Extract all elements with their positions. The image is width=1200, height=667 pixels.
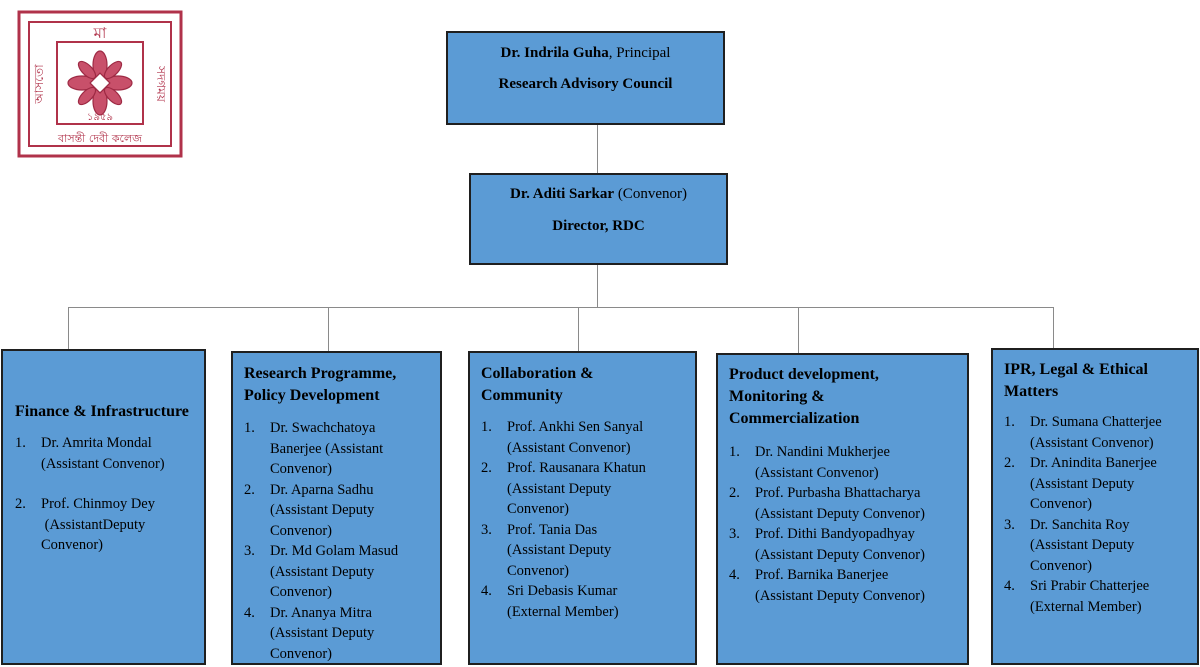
connector-drop-2 xyxy=(328,307,329,352)
member-role: (Assistant Convenor) xyxy=(1030,434,1154,451)
member-item: Dr. Swachchatoya Banerjee (Assistant Con… xyxy=(244,418,434,480)
member-name: Sri Debasis Kumar xyxy=(507,583,618,599)
member-list: Dr. Sumana Chatterjee (Assistant Convenor… xyxy=(1004,412,1193,617)
member-name: Prof. Purbasha Bhattacharya xyxy=(755,485,921,501)
member-item: Dr. Sanchita Roy (Assistant Deputy Conven… xyxy=(1004,515,1193,577)
member-role: (Assistant Deputy Convenor) xyxy=(1030,537,1138,574)
council-name: Research Advisory Council xyxy=(498,76,673,92)
principal-name: Dr. Indrila Guha xyxy=(500,45,609,61)
member-list: Prof. Ankhi Sen Sanyal (Assistant Conveno… xyxy=(481,417,689,622)
member-list: Dr. Amrita Mondal (Assistant Convenor) Pr… xyxy=(15,433,196,556)
member-role: (Assistant Convenor) xyxy=(507,439,631,456)
member-item: Dr. Amrita Mondal (Assistant Convenor) xyxy=(15,433,196,474)
member-item: Dr. Nandini Mukherjee (Assistant Convenor… xyxy=(729,442,963,483)
committee-title: Product development, Monitoring & Commer… xyxy=(729,366,879,427)
member-role: (Assistant Deputy Convenor) xyxy=(270,563,378,601)
college-logo: মা আসতো সদগময় ১৯৫৯ বাসন্তী দেবী কলেজ xyxy=(15,8,185,160)
committee-title: Finance & Infrastructure xyxy=(15,403,189,420)
member-name: Prof. Chinmoy Dey xyxy=(41,496,155,512)
member-list: Dr. Swachchatoya Banerjee (Assistant Con… xyxy=(244,418,434,664)
member-name: Prof. Barnika Banerjee xyxy=(755,567,889,583)
member-role: (Assistant Deputy Convenor) xyxy=(1030,475,1138,513)
convenor-name: Dr. Aditi Sarkar xyxy=(510,186,615,202)
member-role: (Assistant Deputy Convenor) xyxy=(755,587,925,604)
principal-line: Dr. Indrila Guha, Principal xyxy=(448,45,723,62)
member-item: Dr. Md Golam Masud (Assistant Deputy Conv… xyxy=(244,541,434,603)
logo-text-left: আসতো xyxy=(32,64,46,105)
connector-convenor-bus xyxy=(597,264,598,308)
committee-box-finance: Finance & Infrastructure Dr. Amrita Mond… xyxy=(1,349,206,665)
committee-box-research: Research Programme, Policy Development D… xyxy=(231,351,442,665)
committee-title: Research Programme, Policy Development xyxy=(244,365,397,404)
member-role: (Assistant Convenor) xyxy=(41,455,165,472)
member-name: Dr. Anindita Banerjee xyxy=(1030,455,1157,471)
member-name-role: Dr. Swachchatoya Banerjee (Assistant Con… xyxy=(270,418,420,480)
member-name: Dr. Swachchatoya Banerjee xyxy=(270,420,380,457)
committee-box-product: Product development, Monitoring & Commer… xyxy=(716,353,969,665)
member-item: Prof. Dithi Bandyopadhyay (Assistant Depu… xyxy=(729,524,963,565)
member-role: (Assistant Deputy Convenor) xyxy=(270,625,378,662)
member-name: Prof. Tania Das xyxy=(507,521,598,538)
convenor-line: Dr. Aditi Sarkar (Convenor) xyxy=(471,186,726,203)
member-role: (Assistant Deputy Convenor) xyxy=(507,480,615,518)
member-name: Dr. Sanchita Roy xyxy=(1030,516,1130,533)
member-item: Dr. Ananya Mitra (Assistant Deputy Conven… xyxy=(244,603,434,665)
principal-box: Dr. Indrila Guha, Principal Research Adv… xyxy=(446,31,725,125)
member-name: Prof. Rausanara Khatun xyxy=(507,460,646,476)
member-item: Prof. Purbasha Bhattacharya (Assistant De… xyxy=(729,483,963,524)
connector-drop-3 xyxy=(578,307,579,352)
connector-drop-1 xyxy=(68,307,69,350)
logo-text-top: মা xyxy=(93,24,107,42)
member-role: (Assistant Deputy Convenor) xyxy=(507,542,615,579)
logo-year: ১৯৫৯ xyxy=(87,112,113,123)
member-name: Sri Prabir Chatterjee xyxy=(1030,578,1150,594)
member-name: Prof. Ankhi Sen Sanyal xyxy=(507,419,644,435)
convenor-box: Dr. Aditi Sarkar (Convenor) Director, RD… xyxy=(469,173,728,265)
connector-horizontal-bus xyxy=(68,307,1054,308)
convenor-role: (Convenor) xyxy=(614,186,687,202)
logo-college-name: বাসন্তী দেবী কলেজ xyxy=(57,132,142,145)
member-role: (Assistant Deputy Convenor) xyxy=(270,502,378,539)
committee-box-collaboration: Collaboration & Community Prof. Ankhi Se… xyxy=(468,351,697,665)
member-name: Dr. Ananya Mitra xyxy=(270,604,372,621)
member-item: Prof. Ankhi Sen Sanyal (Assistant Conveno… xyxy=(481,417,689,458)
member-role: (Assistant Convenor) xyxy=(755,464,879,481)
logo-text-right: সদগময় xyxy=(154,65,168,103)
member-role: (External Member) xyxy=(1030,598,1142,615)
committee-title: IPR, Legal & Ethical Matters xyxy=(1004,361,1148,400)
member-item: Dr. Aparna Sadhu (Assistant Deputy Conven… xyxy=(244,480,434,542)
member-item: Prof. Chinmoy Dey (AssistantDeputy Conve… xyxy=(15,494,196,556)
member-item: Dr. Anindita Banerjee (Assistant Deputy C… xyxy=(1004,453,1193,515)
committee-box-ipr: IPR, Legal & Ethical Matters Dr. Sumana … xyxy=(991,348,1199,665)
connector-drop-4 xyxy=(798,307,799,353)
member-item: Prof. Barnika Banerjee (Assistant Deputy … xyxy=(729,565,963,606)
member-name: Prof. Dithi Bandyopadhyay xyxy=(755,526,915,542)
connector-principal-convenor xyxy=(597,124,598,174)
member-role: (AssistantDeputy Convenor) xyxy=(41,516,149,554)
member-name: Dr. Nandini Mukherjee xyxy=(755,444,890,460)
member-role: (Assistant Convenor) xyxy=(270,440,387,478)
convenor-title: Director, RDC xyxy=(552,218,645,234)
member-role: (Assistant Deputy Convenor) xyxy=(755,546,925,563)
principal-title: , Principal xyxy=(608,45,671,61)
connector-drop-5 xyxy=(1053,307,1054,349)
member-item: Sri Prabir Chatterjee (External Member) xyxy=(1004,576,1193,617)
member-name: Dr. Md Golam Masud xyxy=(270,543,399,559)
member-name: Dr. Amrita Mondal xyxy=(41,435,152,451)
member-role: (External Member) xyxy=(507,603,619,620)
member-item: Prof. Rausanara Khatun (Assistant Deputy … xyxy=(481,458,689,520)
committee-title: Collaboration & Community xyxy=(481,365,594,404)
member-list: Dr. Nandini Mukherjee (Assistant Convenor… xyxy=(729,442,963,606)
member-role: (Assistant Deputy Convenor) xyxy=(755,505,925,522)
member-item: Dr. Sumana Chatterjee (Assistant Convenor… xyxy=(1004,412,1193,453)
member-name: Dr. Aparna Sadhu xyxy=(270,481,374,498)
member-item: Prof. Tania Das (Assistant Deputy Conveno… xyxy=(481,520,689,582)
member-name: Dr. Sumana Chatterjee xyxy=(1030,414,1162,430)
member-item: Sri Debasis Kumar (External Member) xyxy=(481,581,689,622)
